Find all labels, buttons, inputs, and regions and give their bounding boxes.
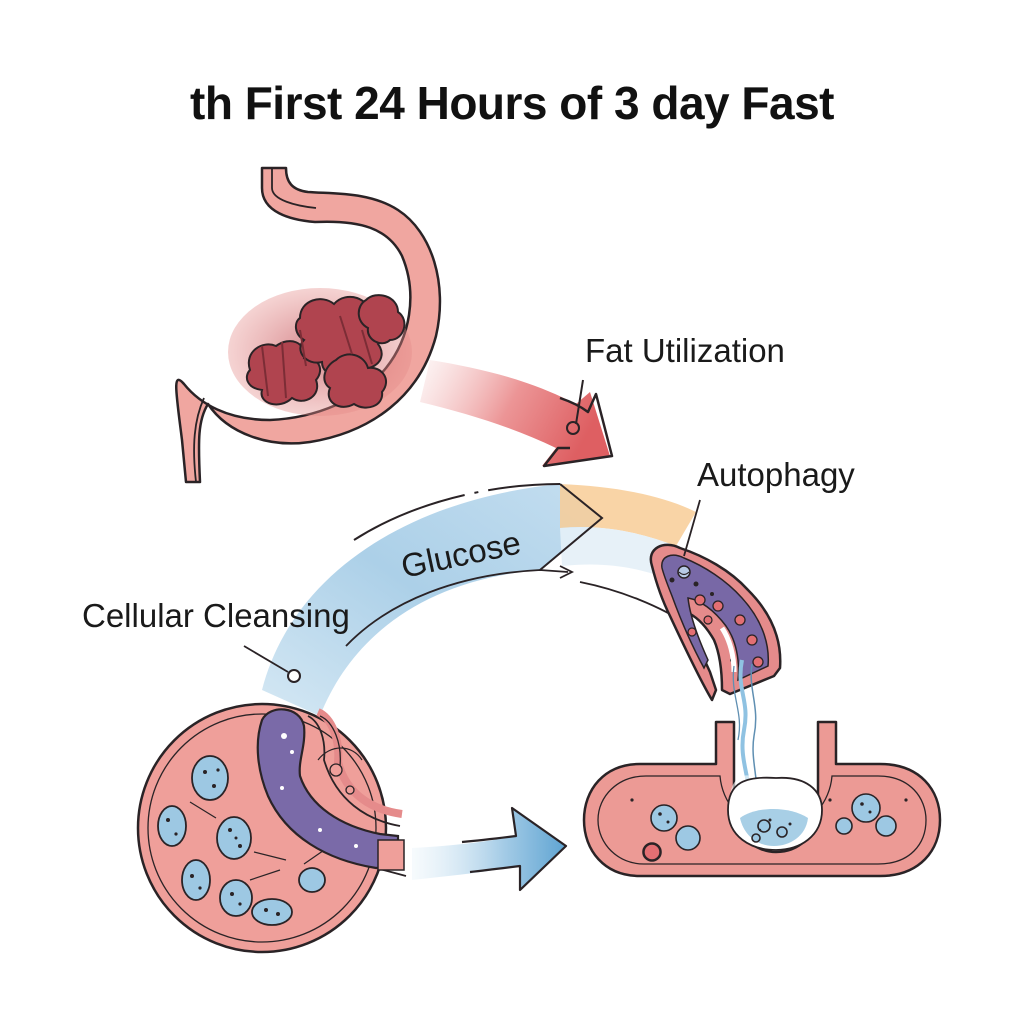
transfer-arrow xyxy=(412,806,568,892)
stomach-illustration xyxy=(175,166,442,484)
diagram-title: th First 24 Hours of 3 day Fast xyxy=(190,77,834,129)
label-fat-utilization: Fat Utilization xyxy=(585,332,785,369)
cell-illustration xyxy=(136,702,407,954)
label-autophagy: Autophagy xyxy=(697,456,855,493)
glucose-arc xyxy=(243,483,696,716)
tubular-cell-illustration xyxy=(582,720,942,878)
stomach-contents xyxy=(245,294,406,409)
label-cellular-cleansing: Cellular Cleansing xyxy=(82,597,350,634)
fat-utilization-arrow xyxy=(420,360,614,468)
